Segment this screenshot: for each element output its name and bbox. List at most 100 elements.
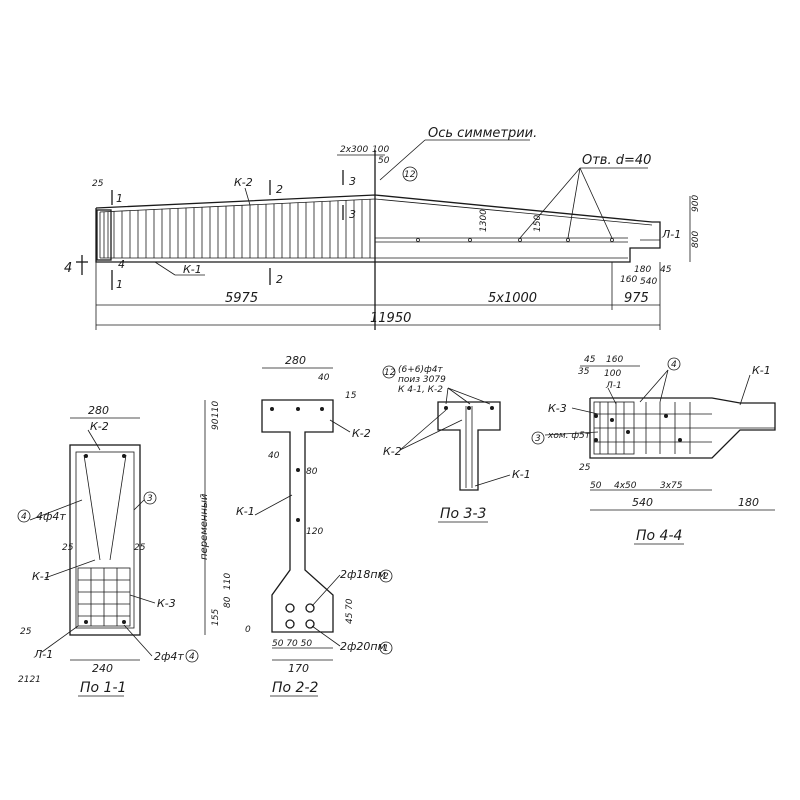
axis-label: Ось симметрии. (428, 126, 537, 141)
sec1-stamp: 2121 (18, 675, 41, 685)
sec2-dim-90: 90 (211, 418, 221, 430)
l1-label: Л-1 (661, 228, 681, 241)
sec2-k1: К-1 (236, 505, 255, 518)
sec1-d25c: 25 (20, 627, 32, 637)
sec2-bottom: 2 (276, 273, 283, 286)
sec1-pos4b: 4 (189, 652, 195, 662)
sec2-dim-110: 110 (211, 401, 221, 418)
sec2-dim-120: 120 (306, 527, 323, 537)
sec2-dim-15: 15 (345, 391, 357, 401)
sec4-dim-4x50: 4х50 (614, 481, 637, 491)
sec1-dim-top: 280 (88, 404, 109, 417)
sec2-dim-80b: 80 (223, 596, 233, 608)
section-marks: 1 1 2 2 3 3 (111, 170, 356, 291)
section-3-3: К-2 К-1 12 (6+6)ф4т поиз 3079 К 4-1, К-2… (382, 365, 531, 523)
sec4-pos3: 3 (535, 434, 541, 444)
sec4-dim-540: 540 (632, 496, 653, 509)
sec4-anchor: хом. ф5т (547, 431, 591, 441)
end-block (96, 209, 112, 261)
beam-elevation: Отв. d=40 Ось симметрии. 12 К-2 К-1 Л-1 … (64, 126, 701, 330)
dim-150: 150 (533, 215, 543, 232)
dim-540: 540 (640, 277, 657, 287)
mark-4-label: 4 (64, 261, 72, 276)
sec2-top: 2 (276, 183, 283, 196)
sec3-top: 3 (349, 175, 356, 188)
dim-180: 180 (634, 265, 651, 275)
sec3-note: (6+6)ф4т (398, 365, 443, 375)
sec4-dim-180: 180 (738, 496, 759, 509)
sec3-title: По 3-3 (440, 506, 486, 522)
section-1-1: 280 240 К-2 К-1 К-3 Л-1 4ф4т 4 3 2ф4т 4 … (17, 404, 199, 697)
sec2-dim-40: 40 (318, 373, 330, 383)
dim-5975: 5975 (225, 291, 258, 306)
dim-160: 160 (620, 275, 637, 285)
sec1-k2: К-2 (90, 420, 109, 433)
sec2-title: По 2-2 (272, 680, 319, 696)
sec2-dim-110b: 110 (223, 573, 233, 590)
sec2-pos2: 2 (383, 572, 389, 582)
sec3-k1: К-1 (512, 468, 531, 481)
sec2-dim-80: 80 (306, 467, 318, 477)
sec2-k2: К-2 (352, 427, 371, 440)
dim-2x300: 2х300 (340, 145, 369, 155)
dim-800: 800 (691, 231, 701, 248)
pos-12-marker (402, 166, 418, 182)
sec1-pos4a-circle (17, 509, 31, 523)
sec2-pos1-circle (379, 641, 393, 655)
sec1-bar-top: 4ф4т (36, 510, 66, 523)
sec1-pos3: 3 (147, 494, 153, 504)
dim-100: 100 (372, 145, 389, 155)
sec4-k1: К-1 (752, 364, 771, 377)
sec4-pos3-circle (531, 431, 545, 445)
holes-label: Отв. d=40 (582, 153, 651, 168)
sec4-title: По 4-4 (636, 528, 682, 544)
sec1-d25b: 25 (134, 543, 146, 553)
sec2-bar-b: 2ф20пм (340, 640, 386, 653)
k1-label: К-1 (183, 263, 202, 276)
sec1-bottom: 1 (116, 278, 123, 291)
sec2-dim-40b: 40 (268, 451, 280, 461)
sec1-pos4a: 4 (21, 512, 27, 522)
sec4-pos4-circle (667, 357, 681, 371)
sec2-dim-50-70: 50 70 50 (272, 639, 312, 649)
sec1-title: По 1-1 (80, 680, 126, 696)
sec4-dim-100: 100 (604, 369, 621, 379)
sec2-dim-70: 70 (345, 598, 355, 610)
pos-12-label: 12 (404, 170, 416, 180)
sec3-pos12: 12 (384, 368, 396, 378)
dim-25: 25 (92, 179, 104, 189)
sec4-pos4: 4 (671, 360, 677, 370)
dim-11950: 11950 (370, 311, 411, 326)
sec2-dim-170: 170 (288, 662, 309, 675)
sec3-k2: К-2 (383, 445, 402, 458)
sec4-dim-160: 160 (606, 355, 623, 365)
dim-1300: 1300 (479, 209, 489, 232)
dim-50: 50 (378, 156, 390, 166)
sec1-k1: К-1 (32, 570, 51, 583)
sec2-pos1: 1 (383, 644, 389, 654)
sec3-note2: поиз 3079 (398, 375, 446, 385)
sec1-pos3-circle (143, 491, 157, 505)
sec4-dim-45: 45 (584, 355, 596, 365)
sec4-l1: Л-1 (605, 381, 622, 391)
sec4-dim-50: 50 (590, 481, 602, 491)
section-2-2: 280 40 15 90 110 40 80 120 переменный 15… (199, 354, 393, 697)
sec1-top: 1 (116, 192, 123, 205)
sec3-note3: К 4-1, К-2 (398, 385, 443, 395)
sec1-k3: К-3 (157, 597, 176, 610)
sec2-dim-155: 155 (211, 609, 221, 626)
sec2-dim-45: 45 (345, 612, 355, 624)
sec4-dim-35: 35 (578, 367, 590, 377)
stirrups (113, 199, 371, 258)
dim-975: 975 (624, 291, 649, 306)
sec3-pos12-circle (382, 365, 396, 379)
mark-4-small: 4 (118, 258, 125, 271)
section-4-4: 45 160 35 100 Л-1 25 50 4х50 3х75 540 18… (531, 355, 776, 545)
sec1-dim-bottom: 240 (92, 662, 113, 675)
dim-900: 900 (691, 195, 701, 212)
sec3-mid: 3 (349, 208, 356, 221)
sec2-zero: 0 (245, 625, 251, 635)
sec4-dim-3x75: 3х75 (660, 481, 683, 491)
sec1-bar-bottom: 2ф4т (154, 650, 184, 663)
